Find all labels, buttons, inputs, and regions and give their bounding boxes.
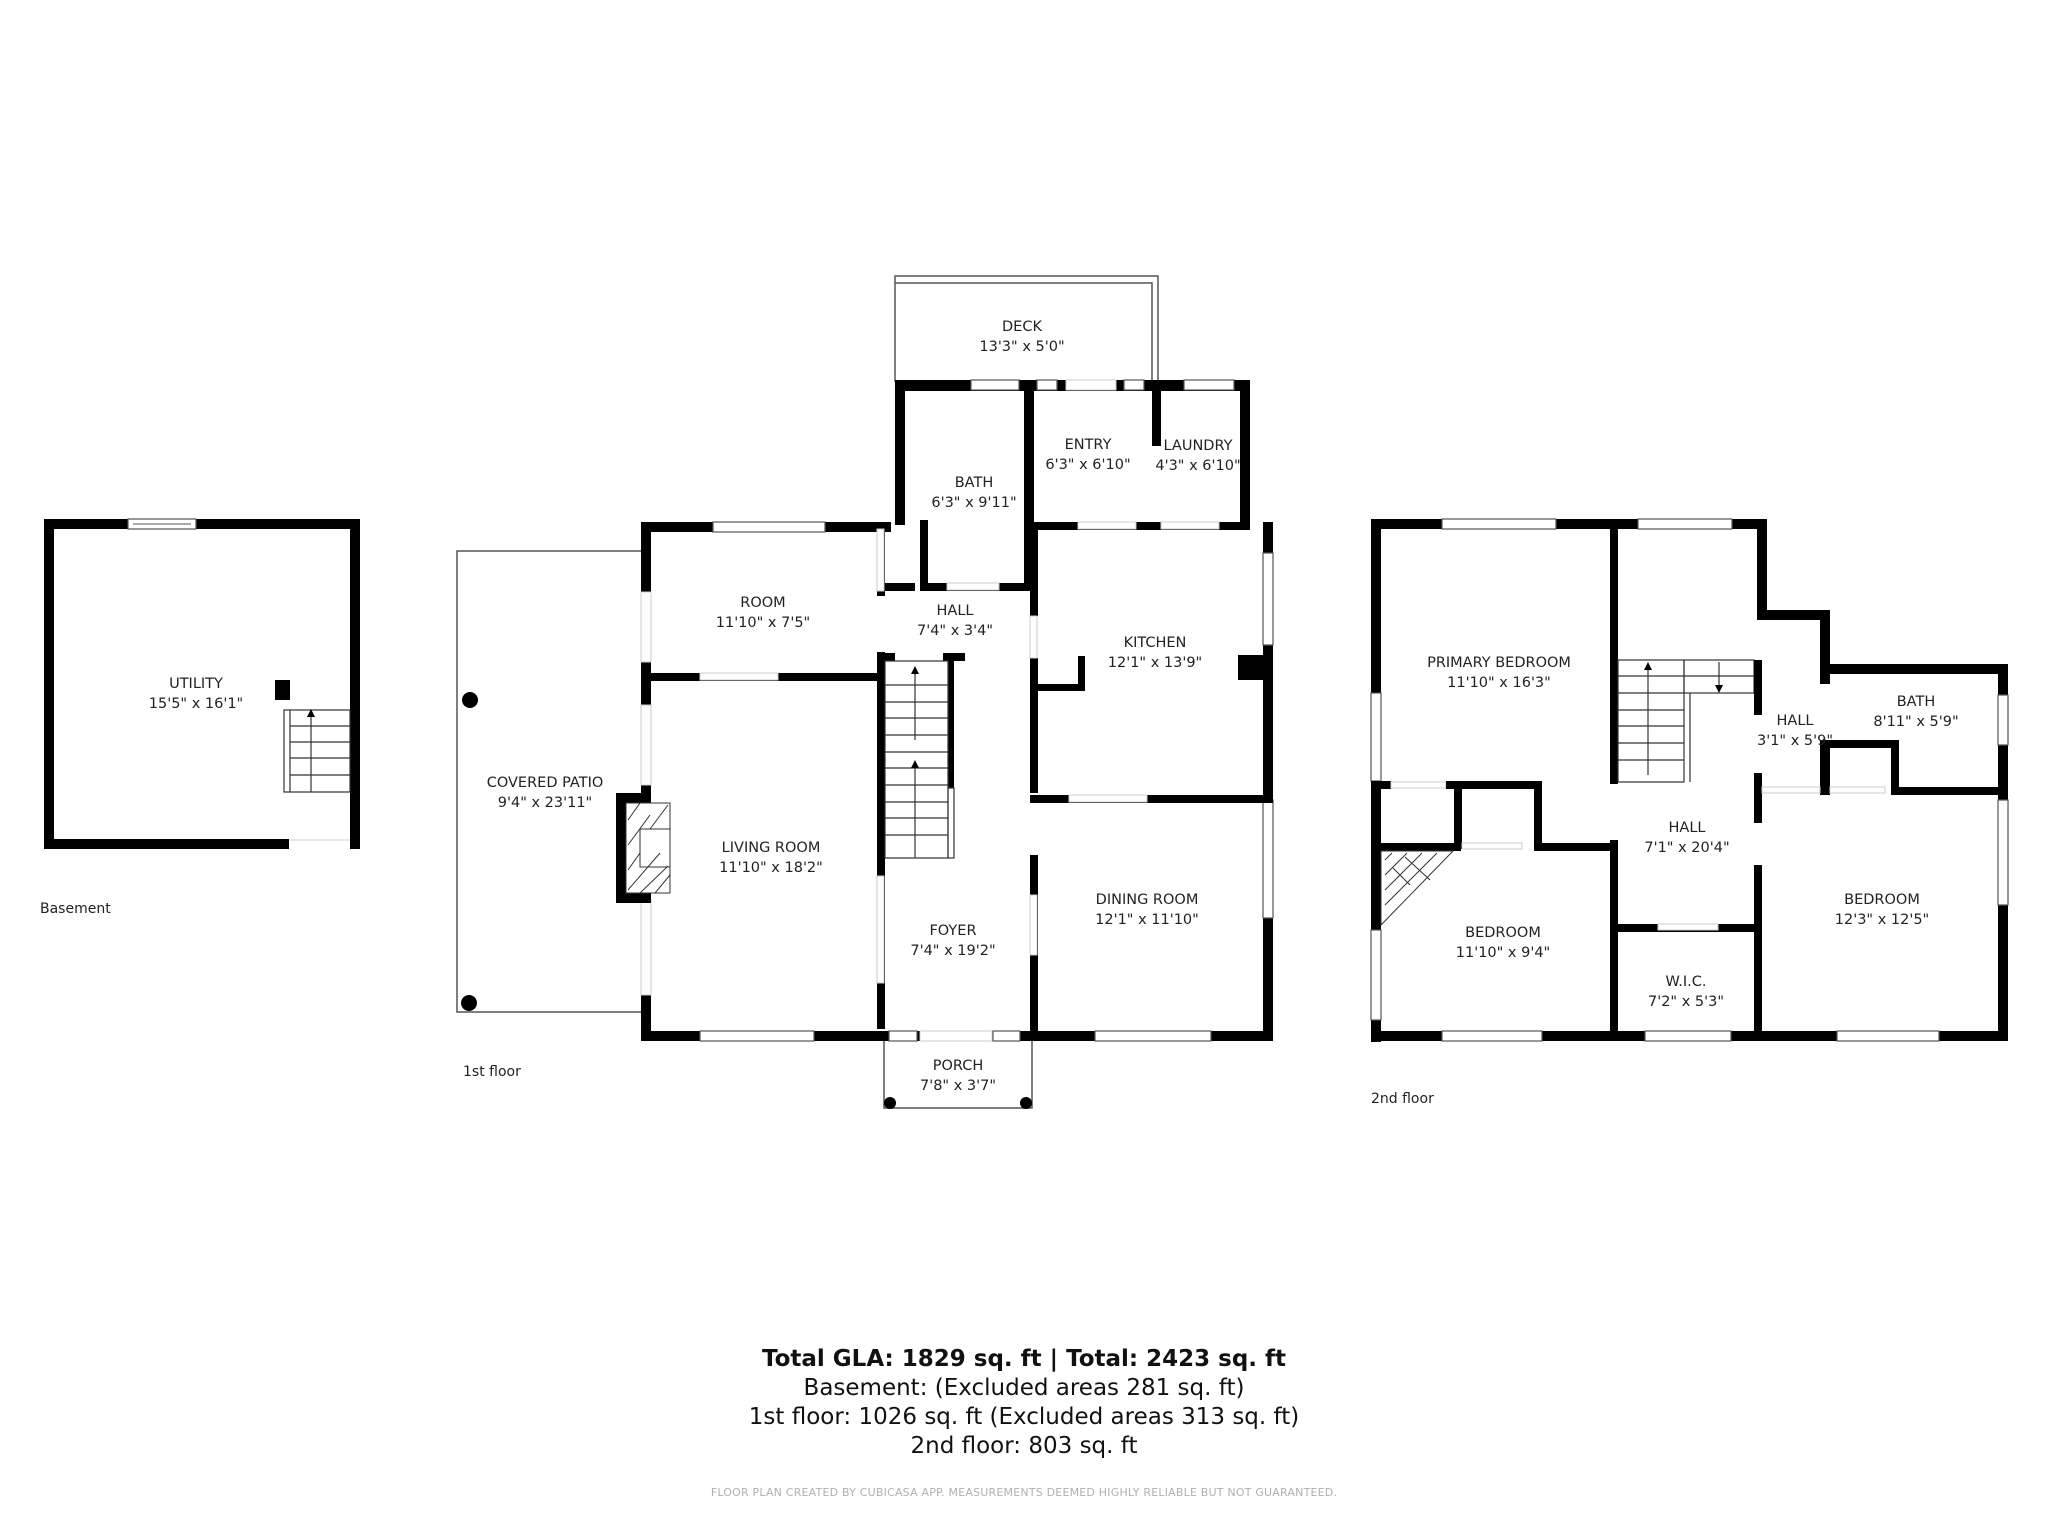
wall xyxy=(1152,380,1161,446)
room-dims: 11'10" x 7'5" xyxy=(716,615,810,631)
room-dims: 4'3" x 6'10" xyxy=(1155,458,1240,474)
second-floor-area: 2nd floor: 803 sq. ft xyxy=(910,1433,1138,1459)
room-name: KITCHEN xyxy=(1124,635,1187,651)
room-name: ROOM xyxy=(740,595,785,611)
room-dims: 6'3" x 9'11" xyxy=(931,495,1016,511)
room-name: BATH xyxy=(955,475,994,491)
room-name: HALL xyxy=(1777,713,1814,729)
floor-label-second: 2nd floor xyxy=(1371,1091,1434,1107)
room-name: UTILITY xyxy=(169,676,223,692)
room-dims: 11'10" x 16'3" xyxy=(1447,675,1551,691)
fireplace xyxy=(616,793,671,903)
room-name: LIVING ROOM xyxy=(722,840,821,856)
room-name: DECK xyxy=(1002,319,1042,335)
room-dims: 13'3" x 5'0" xyxy=(979,339,1064,355)
room-dims: 3'1" x 5'9" xyxy=(1757,733,1833,749)
room-dims: 8'11" x 5'9" xyxy=(1873,714,1958,730)
room-dims: 7'4" x 3'4" xyxy=(917,623,993,639)
room-name: BEDROOM xyxy=(1844,892,1920,908)
wall xyxy=(1240,380,1250,525)
room-dims: 9'4" x 23'11" xyxy=(498,795,592,811)
room-dims: 12'1" x 13'9" xyxy=(1108,655,1202,671)
room-dims: 7'2" x 5'3" xyxy=(1648,994,1724,1010)
room-dims: 12'1" x 11'10" xyxy=(1095,912,1199,928)
wall xyxy=(1024,380,1034,585)
porch xyxy=(883,1041,1033,1109)
total-area: Total GLA: 1829 sq. ft | Total: 2423 sq.… xyxy=(761,1346,1287,1372)
first-floor-area: 1st floor: 1026 sq. ft (Excluded areas 3… xyxy=(748,1404,1300,1430)
first-floor-plan xyxy=(456,275,1274,1109)
room-name: FOYER xyxy=(929,923,976,939)
floor-label-first: 1st floor xyxy=(463,1064,521,1080)
post xyxy=(461,995,477,1011)
disclaimer: FLOOR PLAN CREATED BY CUBICASA APP. MEAS… xyxy=(710,1486,1338,1499)
room-name: HALL xyxy=(1669,820,1706,836)
room-name: BEDROOM xyxy=(1465,925,1541,941)
room-name: PRIMARY BEDROOM xyxy=(1427,655,1571,671)
room-name: ENTRY xyxy=(1065,437,1112,453)
deck xyxy=(894,275,1159,382)
room-dims: 12'3" x 12'5" xyxy=(1835,912,1929,928)
room-name: PORCH xyxy=(933,1058,984,1074)
chimney xyxy=(275,680,290,700)
room-name: DINING ROOM xyxy=(1096,892,1199,908)
room-name: COVERED PATIO xyxy=(487,775,604,791)
wall xyxy=(895,380,905,525)
wall xyxy=(44,519,54,849)
room-dims: 7'4" x 19'2" xyxy=(910,943,995,959)
basement-area: Basement: (Excluded areas 281 sq. ft) xyxy=(803,1375,1245,1401)
room-dims: 11'10" x 9'4" xyxy=(1456,945,1550,961)
chimney-hatch xyxy=(1380,850,1455,927)
second-floor-plan xyxy=(1370,518,2009,1042)
room-dims: 11'10" x 18'2" xyxy=(719,860,823,876)
wall xyxy=(350,519,360,849)
main-stairs xyxy=(884,660,955,859)
room-dims: 7'1" x 20'4" xyxy=(1644,840,1729,856)
basement-plan xyxy=(44,518,360,849)
post xyxy=(462,692,478,708)
floor-label-basement: Basement xyxy=(40,901,111,917)
room-dims: 15'5" x 16'1" xyxy=(149,696,243,712)
room-name: BATH xyxy=(1897,694,1936,710)
wall xyxy=(44,519,360,529)
room-name: HALL xyxy=(937,603,974,619)
basement-stairs xyxy=(283,709,351,793)
covered-patio xyxy=(456,550,641,1013)
room-dims: 6'3" x 6'10" xyxy=(1045,457,1130,473)
area-summary: Total GLA: 1829 sq. ft | Total: 2423 sq.… xyxy=(0,1345,2048,1461)
room-name: W.I.C. xyxy=(1666,974,1707,990)
room-name: LAUNDRY xyxy=(1164,438,1233,454)
room-dims: 7'8" x 3'7" xyxy=(920,1078,996,1094)
upper-stairs xyxy=(1617,659,1755,783)
wall xyxy=(44,839,289,849)
